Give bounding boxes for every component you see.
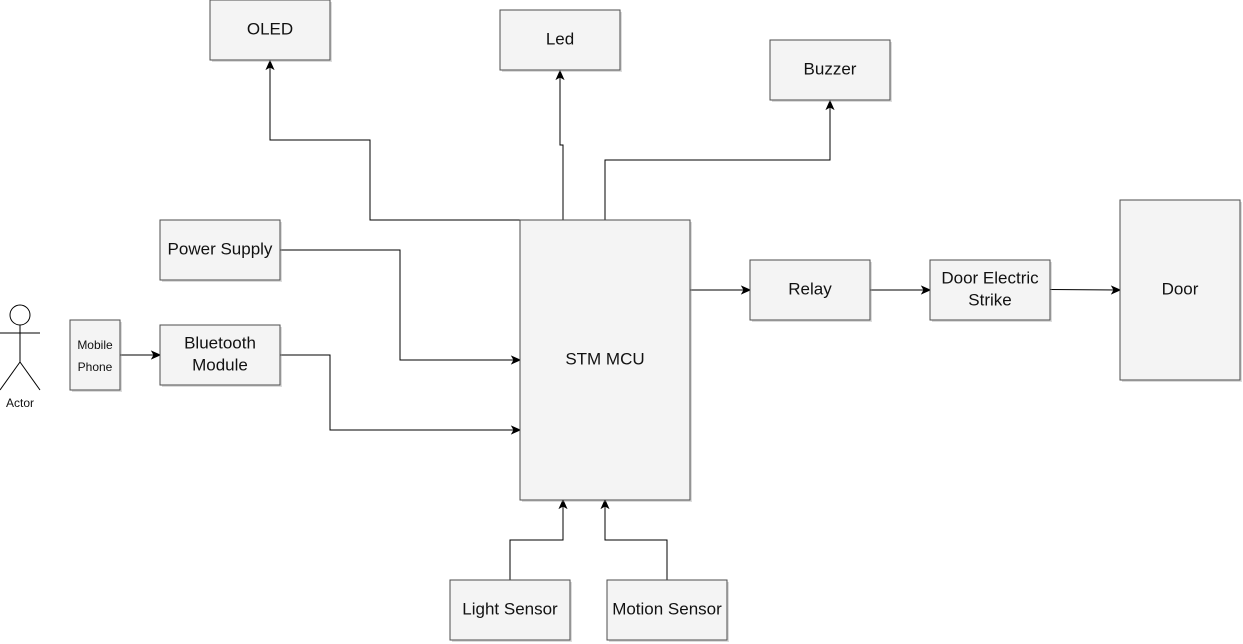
- arrowhead-strike: [920, 285, 932, 295]
- actor-head: [9, 304, 31, 326]
- node-bluetooth-module: Bluetooth Module: [159, 324, 282, 387]
- relay-label: Relay: [788, 279, 832, 298]
- actor-figure: Actor: [0, 304, 41, 410]
- node-stm-mcu: STM MCU: [519, 219, 692, 502]
- edge-light-to-mcu: [509, 502, 564, 580]
- actor-label: Actor: [6, 396, 34, 410]
- arrowhead-mcu-light: [558, 498, 568, 510]
- arrowhead-mcu-power: [510, 355, 522, 365]
- edge-mcu-to-led: [559, 72, 564, 220]
- arrowhead-door: [1110, 285, 1122, 295]
- actor-left-leg: [0, 361, 21, 391]
- node-motion-sensor: Motion Sensor: [606, 579, 729, 642]
- power-supply-label: Power Supply: [168, 239, 273, 258]
- motion-sensor-label: Motion Sensor: [612, 599, 722, 618]
- arrowhead-oled: [265, 59, 275, 71]
- arrowhead-bluetooth: [150, 350, 162, 360]
- led-label: Led: [546, 29, 574, 48]
- bluetooth-label-line1: Bluetooth: [184, 333, 256, 352]
- arrowhead-buzzer: [825, 99, 835, 111]
- edge-mcu-to-oled: [269, 62, 520, 221]
- strike-label-line1: Door Electric: [941, 268, 1039, 287]
- node-door-electric-strike: Door Electric Strike: [929, 259, 1052, 322]
- node-led: Led: [499, 9, 622, 72]
- arrowhead-led: [555, 69, 565, 81]
- oled-label: OLED: [247, 19, 293, 38]
- mobile-label-line2: Phone: [78, 360, 113, 374]
- edge-mcu-to-buzzer: [604, 102, 831, 220]
- light-sensor-label: Light Sensor: [462, 599, 558, 618]
- node-oled: OLED: [209, 0, 332, 62]
- stm-mcu-label: STM MCU: [565, 349, 644, 368]
- node-mobile-phone: Mobile Phone: [69, 319, 122, 392]
- bluetooth-label-line2: Module: [192, 355, 248, 374]
- node-door: Door: [1119, 199, 1242, 382]
- node-power-supply: Power Supply: [159, 219, 282, 282]
- edges: [120, 59, 1122, 580]
- actor-right-leg: [19, 361, 41, 391]
- door-label: Door: [1162, 279, 1199, 298]
- arrowhead-relay: [740, 285, 752, 295]
- buzzer-label: Buzzer: [804, 59, 857, 78]
- edge-motion-to-mcu: [604, 502, 668, 580]
- edge-strike-to-door: [1049, 289, 1119, 291]
- node-light-sensor: Light Sensor: [449, 579, 572, 642]
- node-buzzer: Buzzer: [769, 39, 892, 102]
- strike-label-line2: Strike: [968, 290, 1011, 309]
- node-relay: Relay: [749, 259, 872, 322]
- mobile-label-line1: Mobile: [77, 338, 113, 352]
- edge-power-to-mcu: [280, 249, 518, 361]
- edge-bluetooth-to-mcu: [280, 354, 518, 431]
- arrowhead-mcu-bluetooth: [510, 425, 522, 435]
- arrowhead-mcu-motion: [600, 498, 610, 510]
